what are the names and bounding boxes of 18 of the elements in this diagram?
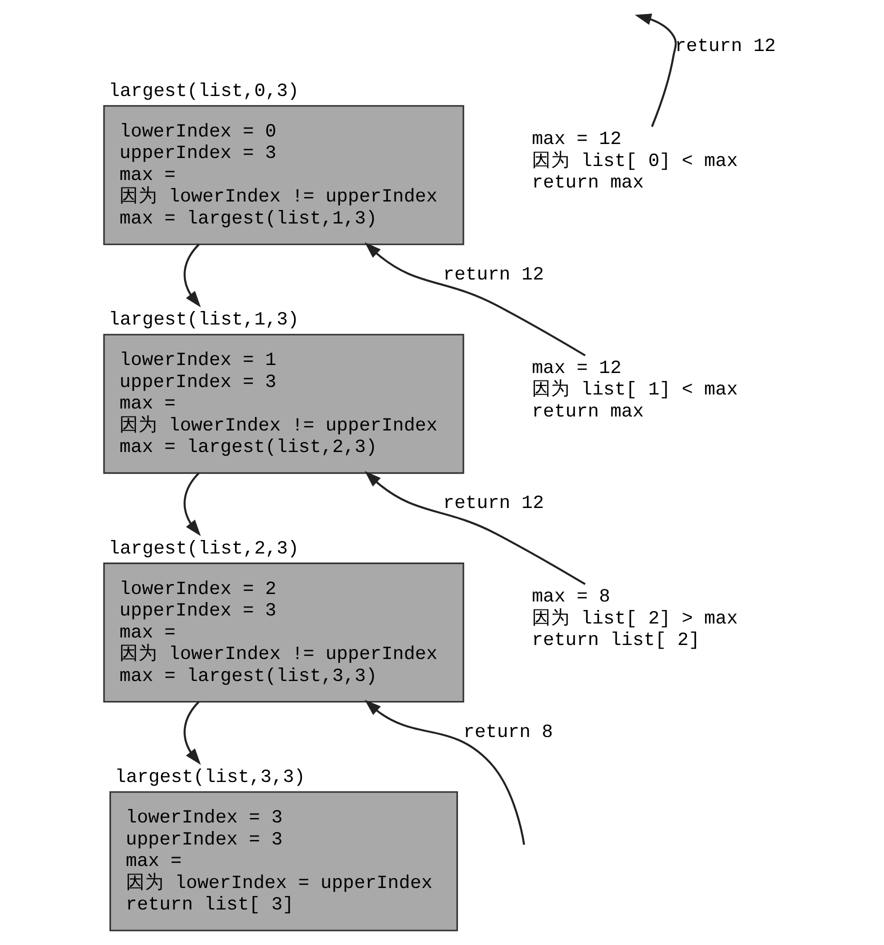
edge-label: return 8 xyxy=(463,720,553,743)
arrow xyxy=(634,14,677,128)
arrow xyxy=(184,472,201,536)
node-label: largest(list,3,3) xyxy=(114,766,306,788)
node-label: largest(list,2,3) xyxy=(108,537,299,560)
edge-label: return 12 xyxy=(443,492,544,514)
node-text: max = 8 因为 list[ 2] > max return list[ 2] xyxy=(532,586,738,652)
node-label: largest(list,0,3) xyxy=(108,80,299,102)
arrow xyxy=(184,701,201,765)
arrow xyxy=(364,470,586,586)
node-label: largest(list,1,3) xyxy=(108,308,299,331)
edge-label: return 12 xyxy=(443,264,544,286)
arrow xyxy=(184,244,201,308)
arrow xyxy=(364,700,526,845)
edge-label: return 12 xyxy=(674,34,776,57)
node-text: max = 12 因为 list[ 1] < max return max xyxy=(532,356,738,422)
arrow xyxy=(364,242,586,356)
node-text: max = 12 因为 list[ 0] < max return max xyxy=(532,128,738,194)
